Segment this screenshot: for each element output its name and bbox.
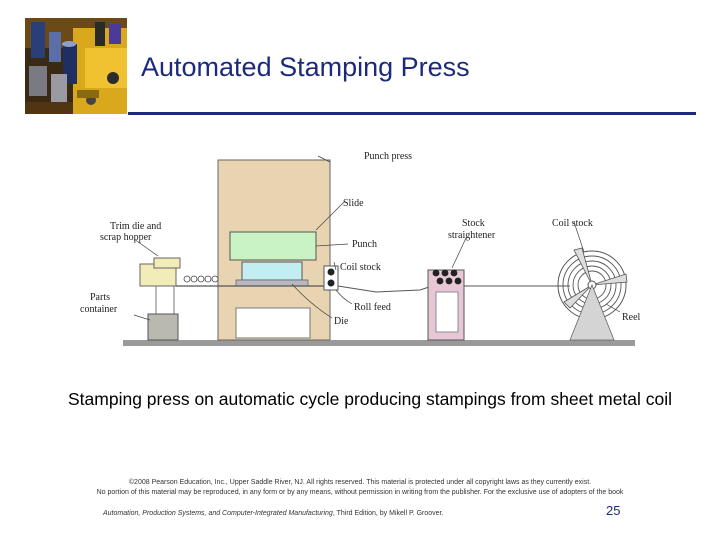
stamping-press-diagram: Punch press Slide Trim die and scrap hop… — [80, 151, 641, 346]
label-coil-stock: Coil stock — [552, 218, 593, 229]
slide-title: Automated Stamping Press — [141, 52, 470, 82]
label-trim-die-1: Trim die and — [110, 221, 161, 232]
label-reel: Reel — [622, 312, 641, 323]
label-slide: Slide — [343, 198, 364, 209]
stamping — [211, 275, 219, 283]
stamping — [183, 275, 191, 283]
label-die: Die — [334, 316, 349, 327]
floor — [123, 340, 635, 346]
coil-stock-strip — [337, 285, 433, 293]
roll-feed-roller — [327, 279, 335, 287]
label-coil-stock-strip: Coil stock — [340, 262, 381, 273]
copyright-line-2: No portion of this material may be repro… — [96, 489, 624, 496]
stamping — [190, 275, 198, 283]
label-parts-2: container — [80, 304, 118, 315]
label-stock-2: straightener — [448, 230, 496, 241]
stamping — [197, 275, 205, 283]
stamping — [204, 275, 212, 283]
label-punch-press: Punch press — [364, 151, 412, 162]
straightener-window — [435, 291, 459, 333]
copyright-line-1: ©2008 Pearson Education, Inc., Upper Sad… — [128, 479, 592, 486]
label-punch: Punch — [352, 239, 377, 250]
label-roll-feed: Roll feed — [354, 302, 391, 313]
bolster-plate — [235, 279, 309, 287]
book-edition: , Third Edition, by Mikell P. Groover. — [332, 510, 444, 517]
label-trim-die-2: scrap hopper — [100, 232, 152, 243]
page-number: 25 — [606, 503, 621, 518]
parts-container — [147, 313, 179, 341]
book-reference: Automation, Production Systems, and Comp… — [103, 510, 443, 517]
press-die-base — [235, 307, 311, 339]
book-title: Automation, Production Systems, and Comp… — [103, 510, 333, 517]
coil-reel — [557, 247, 628, 341]
copyright-notice: ©2008 Pearson Education, Inc., Upper Sad… — [40, 478, 680, 498]
slide-caption: Stamping press on automatic cycle produc… — [68, 389, 673, 409]
title-divider — [128, 112, 696, 115]
circuit-board-photo — [25, 18, 127, 114]
die-block — [241, 261, 303, 281]
label-parts-1: Parts — [90, 292, 110, 303]
punch-block — [229, 231, 317, 261]
trim-die — [153, 257, 181, 269]
roll-feed-roller — [327, 268, 335, 276]
label-stock-1: Stock — [462, 218, 485, 229]
